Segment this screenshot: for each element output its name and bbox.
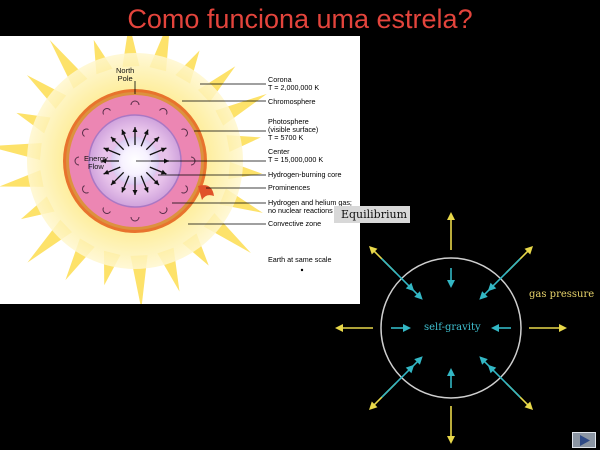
gravity-arrow-head [403,324,411,332]
gas-pressure-arrow-head [447,436,455,444]
photosphere-label: Photosphere (visible surface) T = 5700 K [268,118,318,142]
energy-flow-label: Energy Flow [84,155,108,171]
gravity-arrow-head [491,324,499,332]
convective-zone-label: Convective zone [268,220,321,228]
gas-pressure-label: gas pressure [529,289,594,300]
play-triangle-icon [579,435,591,446]
north-pole-label: North Pole [116,67,134,83]
gas-pressure-arrow-head [559,324,567,332]
gas-pressure-arrow-head [447,212,455,220]
corona-label: Corona T = 2,000,000 K [268,76,319,92]
prominences-label: Prominences [268,184,310,192]
equilibrium-diagram: Equilibrium gas pressure self-gravity [330,200,600,450]
gravity-arrow-head [447,368,455,376]
equilibrium-title: Equilibrium [334,206,410,223]
gravity-arrow-outer-shaft [492,369,520,397]
gravity-arrow-outer-shaft [492,259,520,287]
gravity-arrow-outer-shaft [382,259,410,287]
next-slide-button[interactable] [572,432,596,448]
chromosphere-label: Chromosphere [268,98,316,106]
self-gravity-label: self-gravity [424,322,481,333]
gravity-arrow-outer-shaft [382,369,410,397]
earth-dot [301,269,303,271]
gas-pressure-arrow-head [335,324,343,332]
hydrogen-core-label: Hydrogen-burning core [268,171,342,179]
center-label: Center T = 15,000,000 K [268,148,323,164]
slide-title: Como funciona uma estrela? [0,4,600,35]
sun-structure-diagram: North Pole Energy Flow Corona T = 2,000,… [0,36,360,304]
gravity-arrow-head [447,280,455,288]
earth-scale-label: Earth at same scale [268,256,332,264]
